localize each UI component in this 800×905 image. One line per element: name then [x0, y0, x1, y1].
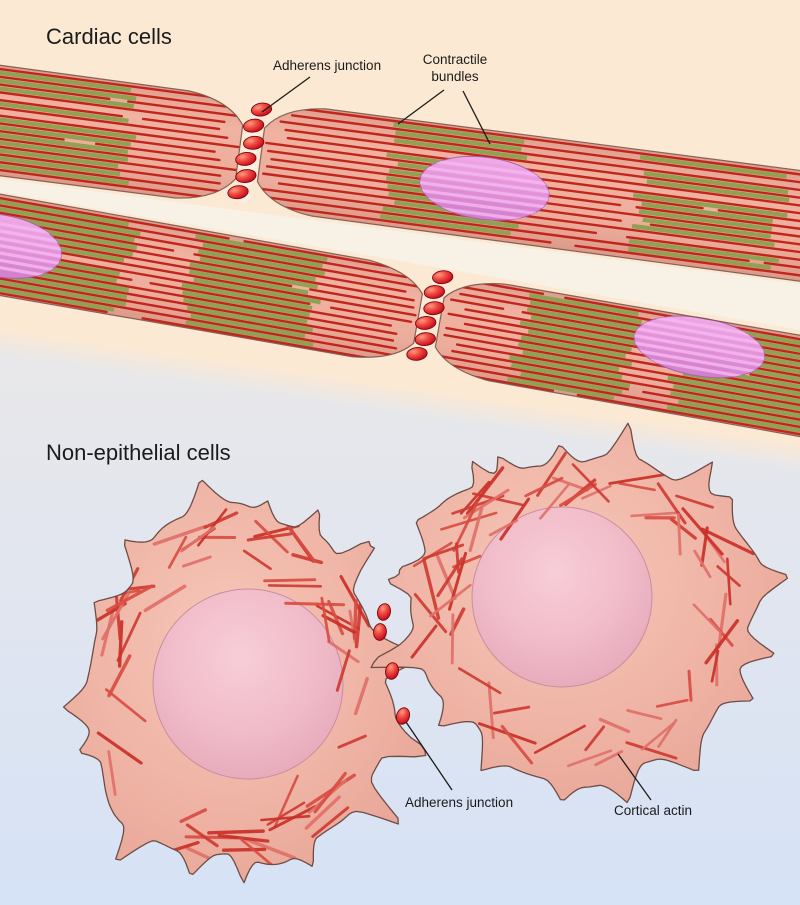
- contractile-bundles-label: Contractile bundles: [405, 52, 505, 85]
- leader-lines: [261, 76, 652, 801]
- adherens-junction-label-cardiac: Adherens junction: [273, 58, 382, 73]
- cortical-actin-label: Cortical actin: [614, 803, 693, 818]
- leader-adherens-cardiac: [261, 76, 311, 113]
- nonepithelial-cell-right: [370, 422, 788, 804]
- leader-adherens-nonepithelial: [405, 721, 453, 791]
- adherens-junction-label-nonepithelial: Adherens junction: [405, 795, 514, 810]
- leader-contractile-right: [462, 90, 491, 145]
- adherens-junctions-nonepithelial: [373, 603, 411, 725]
- leader-cortical-actin: [617, 753, 652, 801]
- nonepithelial-section-title: Non-epithelial cells: [46, 440, 231, 465]
- fiber-gap-highlight: [0, 179, 800, 330]
- contractile-bundles-label-line1: Contractile: [422, 52, 488, 67]
- leader-contractile-left: [397, 89, 445, 125]
- contractile-bundles-label-line2: bundles: [431, 68, 479, 84]
- cardiac-fiber-1: [0, 59, 800, 287]
- cardiac-section-title: Cardiac cells: [46, 24, 172, 49]
- cardiac-fiber-2: [0, 186, 800, 443]
